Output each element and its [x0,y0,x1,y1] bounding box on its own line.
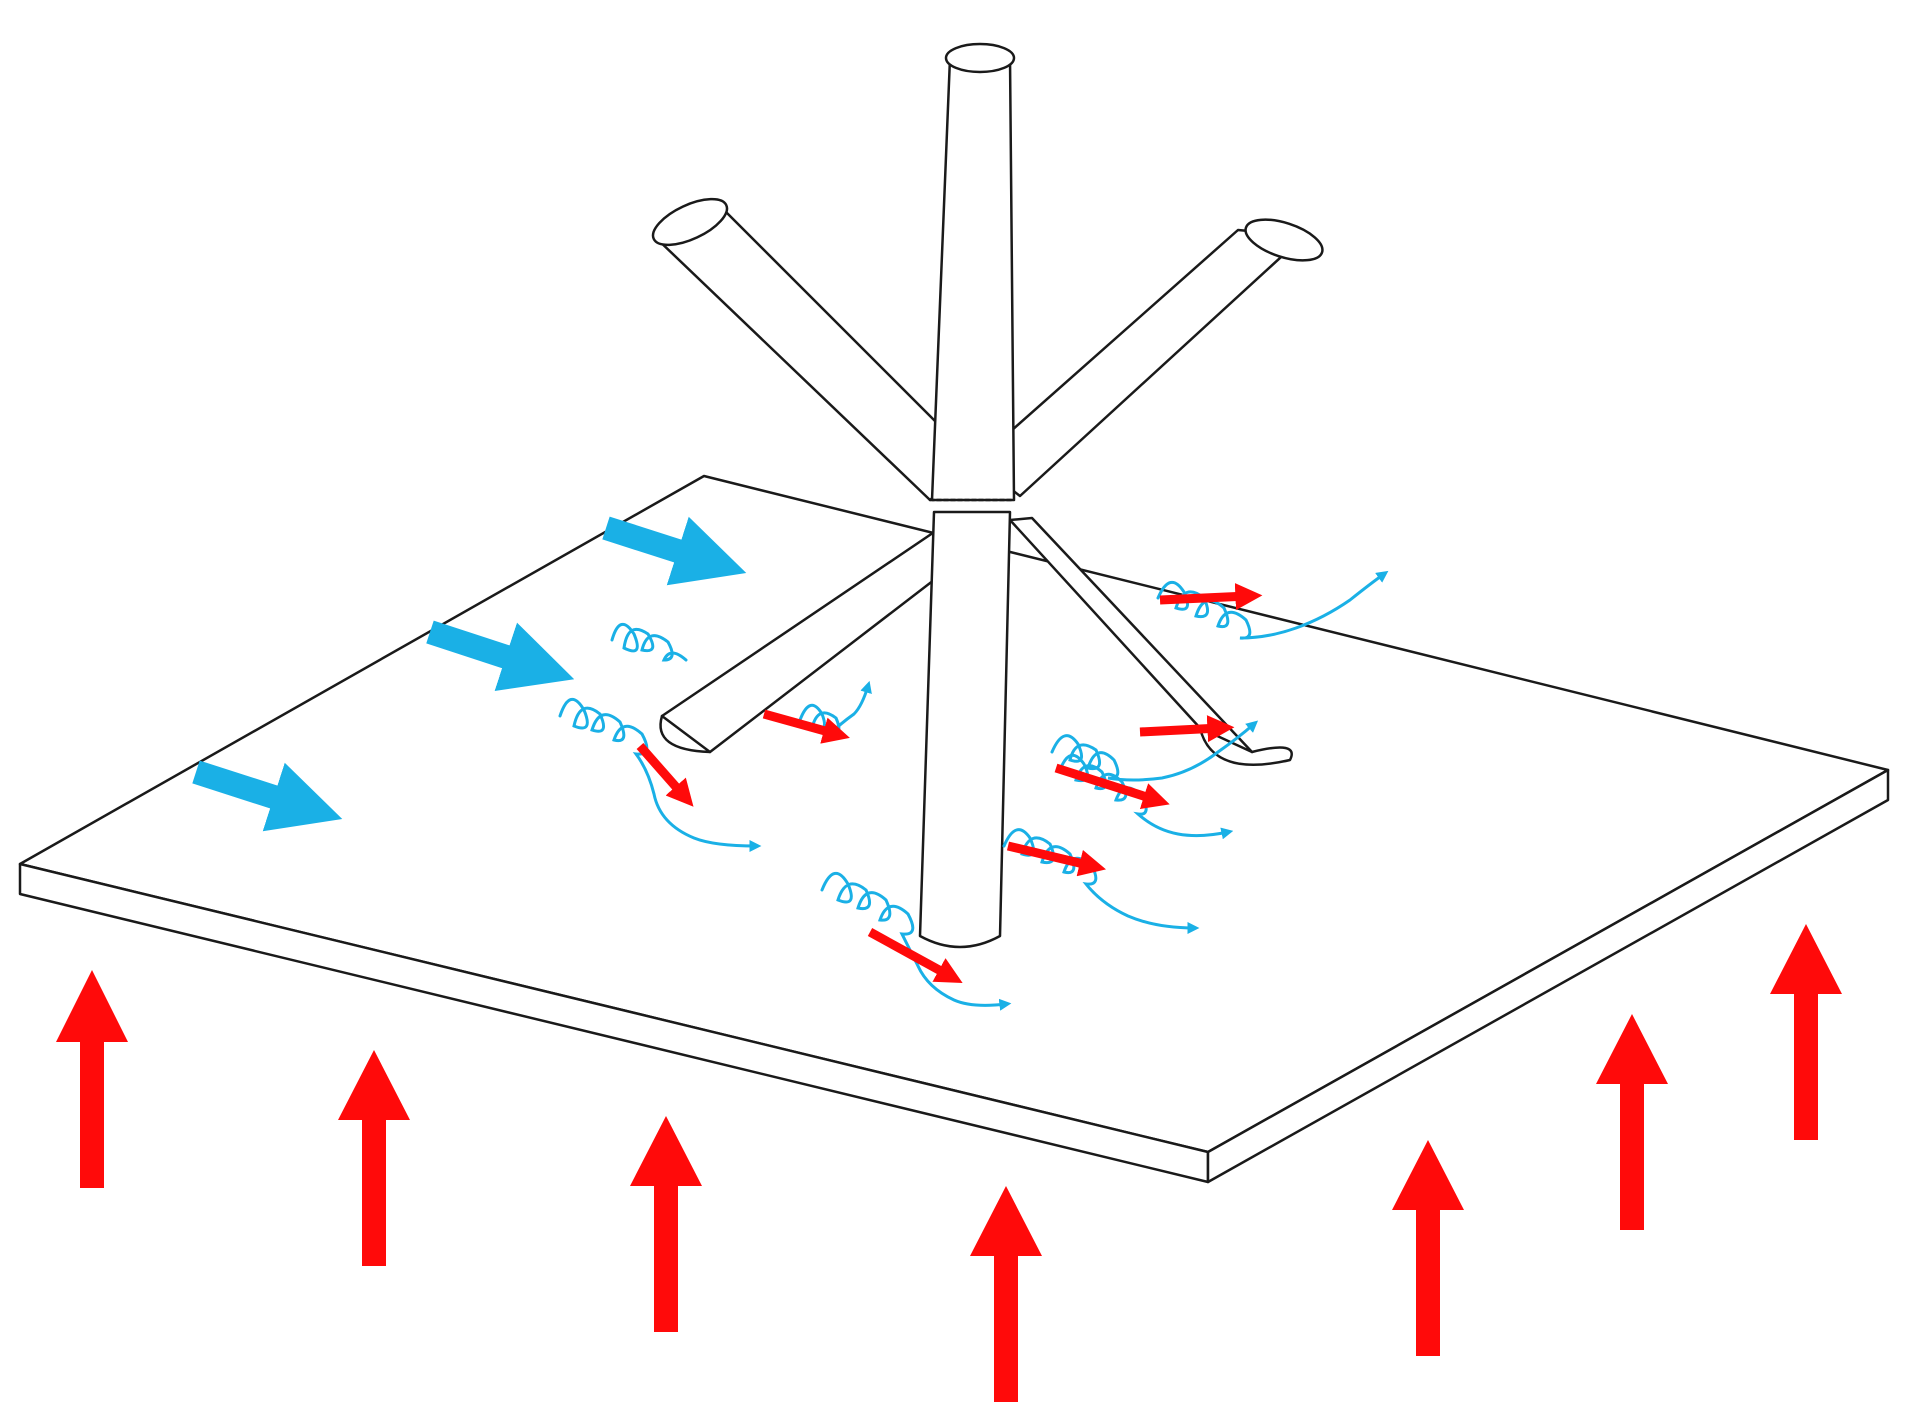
flow-arrow [602,516,747,586]
post-top-end [944,42,1016,74]
heat-arrow-small [762,709,850,744]
heat-flux-arrow [970,1186,1042,1402]
cooling-flow-arrows [192,516,747,832]
heat-flux-arrow [1392,1140,1464,1356]
branch-lower-right [1008,516,1293,767]
heat-arrow-small [636,743,694,807]
heat-flux-arrow [56,970,128,1188]
vertical-post-upper [928,42,1016,502]
flow-arrow [192,760,343,832]
heat-flux-arrow [630,1116,702,1332]
heat-arrow-small [1054,763,1170,810]
wake-curl [558,698,762,852]
heat-flux-arrow [1596,1014,1668,1230]
heat-flux-arrows [56,924,1842,1402]
branch-upper-left-end [651,197,729,247]
plate-right-edge [1206,768,1890,1184]
branch-upper-left [651,197,978,502]
heat-arrow-small [867,928,963,983]
wake-curl [610,623,688,662]
heat-arrow-small [1139,715,1235,743]
flow-arrow [426,620,575,692]
wake-curl [1156,570,1389,640]
heat-flux-arrow [338,1050,410,1266]
wake-curl [820,872,1012,1011]
heat-arrow-small [1159,583,1263,611]
vertical-post-lower [918,510,1012,949]
heat-arrow-small [1006,841,1107,877]
pin-fin-structure [651,42,1324,949]
heat-flux-arrow [1770,924,1842,1140]
branch-upper-right-end [1244,218,1324,262]
local-heat-arrows [636,583,1263,983]
branch-upper-right [974,218,1324,498]
